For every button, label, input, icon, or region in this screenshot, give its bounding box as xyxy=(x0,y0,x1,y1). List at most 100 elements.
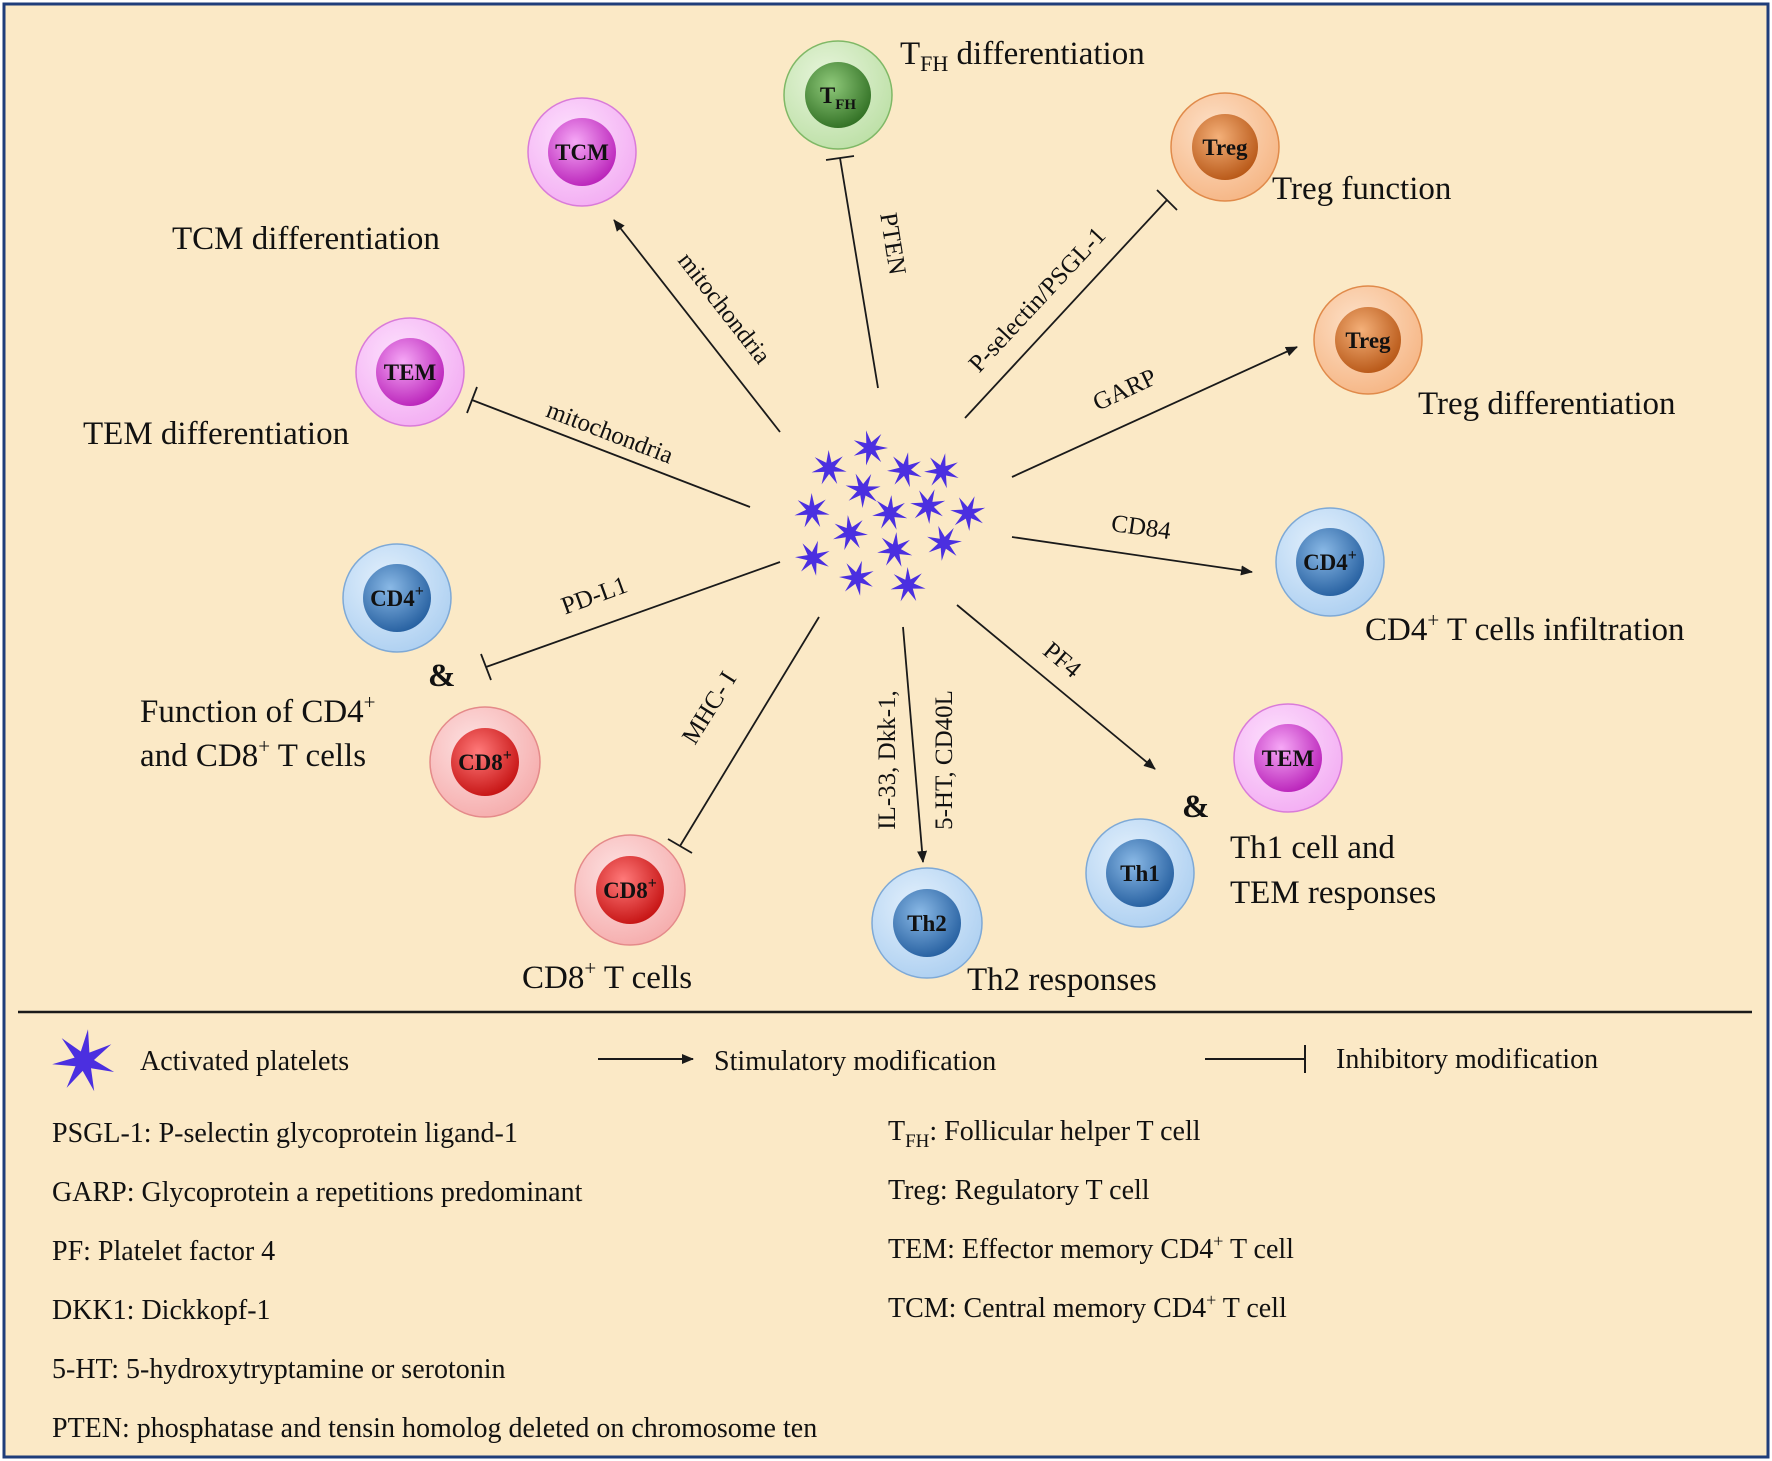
cell-label-cd4-right: CD4 xyxy=(1303,550,1348,575)
svg-text:TFH: Follicular helper T cell: TFH: Follicular helper T cell xyxy=(888,1116,1201,1152)
platelet-icon xyxy=(811,450,847,485)
inhibit-bar-tem xyxy=(466,386,478,414)
legend-platelet-icon xyxy=(52,1029,115,1092)
legend-tcm-pre: TCM: Central memory CD4 xyxy=(888,1293,1206,1324)
legend-tfh-sub: FH xyxy=(905,1131,930,1152)
platelet-icon xyxy=(890,567,926,602)
legend-def-left-5: PTEN: phosphatase and tensin homolog del… xyxy=(52,1413,817,1444)
inhibit-bar-mhc xyxy=(667,838,693,854)
legend-tcm-post: T cell xyxy=(1216,1293,1287,1324)
platelet-icon xyxy=(877,532,913,567)
legend-tem-post: T cell xyxy=(1223,1234,1294,1265)
svg-text:and CD8+ T cells: and CD8+ T cells xyxy=(140,734,366,774)
cell-label-treg-function: Treg xyxy=(1202,135,1248,160)
amp-right: & xyxy=(1182,789,1210,825)
cell-label-th2: Th2 xyxy=(907,911,947,936)
platelet-icon xyxy=(845,473,881,508)
cell-treg-function: Treg xyxy=(1170,92,1280,202)
outcome-tfh-post: differentiation xyxy=(948,36,1144,72)
inhibit-bar-treg-function xyxy=(1156,189,1178,211)
inhibit-line-mhc xyxy=(679,616,820,847)
platelet-icon xyxy=(794,493,830,528)
legend-def-left-2: PF: Platelet factor 4 xyxy=(52,1236,275,1267)
arrow-line-th2 xyxy=(902,626,928,863)
cell-cd4-right: CD4+ xyxy=(1275,507,1385,617)
outcome-function-line1-sup: + xyxy=(364,690,376,714)
svg-text:TFH differentiation: TFH differentiation xyxy=(900,36,1145,76)
legend-def-left-4: 5-HT: 5-hydroxytryptamine or serotonin xyxy=(52,1354,506,1385)
cell-tem-left: TEM xyxy=(355,317,465,427)
pathway-lines xyxy=(466,155,1298,863)
svg-text:CD8+: CD8+ xyxy=(458,747,512,775)
cell-tcm: TCM xyxy=(527,97,637,207)
platelet-icon xyxy=(52,1029,115,1092)
legend-tem-sup: + xyxy=(1213,1231,1223,1251)
legend-def-left-0: PSGL-1: P-selectin glycoprotein ligand-1 xyxy=(52,1118,518,1149)
cell-label-tem-left: TEM xyxy=(384,360,437,385)
cell-th1: Th1 xyxy=(1085,818,1195,928)
cell-label-cd8-left: CD8 xyxy=(458,750,503,775)
outcome-function-line2-sup: + xyxy=(258,734,270,758)
arrow-line-treg-diff xyxy=(1011,346,1298,478)
cell-label-cd8-bottom-sup: + xyxy=(648,875,657,892)
outcome-cd8-pre: CD8 xyxy=(522,960,584,996)
cell-cd8-left: CD8+ xyxy=(429,706,541,818)
platelet-icon xyxy=(927,525,962,561)
outcome-cd8-post: T cells xyxy=(596,960,692,996)
platelet-icon xyxy=(950,496,986,531)
legend-platelets-label: Activated platelets xyxy=(140,1046,349,1077)
platelet-icon xyxy=(887,452,922,488)
outcome-cd8-sup: + xyxy=(584,956,596,980)
outcome-tfh-pre: T xyxy=(900,36,920,72)
outcome-tem-diff: TEM differentiation xyxy=(83,416,349,452)
platelet-icon xyxy=(795,540,830,576)
inhibit-line-treg-function xyxy=(964,199,1168,419)
arrow-line-tcm xyxy=(613,219,781,433)
outcome-th1-tem-line2: TEM responses xyxy=(1230,875,1436,911)
cell-label-cd4-right-sup: + xyxy=(1348,547,1357,564)
inhibit-bar-pdl1 xyxy=(480,653,492,681)
cell-th2: Th2 xyxy=(871,867,983,979)
cell-label-cd8-bottom: CD8 xyxy=(603,878,648,903)
svg-text:CD4+ T cells infiltration: CD4+ T cells infiltration xyxy=(1365,608,1685,648)
platelet-icon xyxy=(924,453,959,489)
legend-tem-pre: TEM: Effector memory CD4 xyxy=(888,1234,1213,1265)
inhibit-line-tem xyxy=(471,399,751,508)
legend-inhibitory-label: Inhibitory modification xyxy=(1336,1044,1598,1075)
cell-label-tcm: TCM xyxy=(555,140,609,165)
outcome-cd4-infiltration-sup: + xyxy=(1427,608,1439,632)
arrow-line-pf4 xyxy=(956,604,1156,770)
platelet-icon xyxy=(839,560,874,596)
svg-text:TEM: Effector memory CD4+ T ce: TEM: Effector memory CD4+ T cell xyxy=(888,1231,1294,1265)
outcome-function-line1-pre: Function of CD4 xyxy=(140,694,364,730)
legend-def-left-3: DKK1: Dickkopf-1 xyxy=(52,1295,271,1326)
cell-label-treg-diff: Treg xyxy=(1345,328,1391,353)
legend-treg-def: Treg: Regulatory T cell xyxy=(888,1175,1150,1206)
legend-tfh-pre: T xyxy=(888,1116,905,1147)
outcome-treg-diff: Treg differentiation xyxy=(1418,386,1676,422)
svg-text:CD8+ T cells: CD8+ T cells xyxy=(522,956,692,996)
platelet-icon xyxy=(853,430,888,466)
platelet-icon xyxy=(833,515,868,551)
svg-text:Function of CD4+: Function of CD4+ xyxy=(140,690,376,730)
outcome-function-line2-post: T cells xyxy=(270,738,366,774)
outcome-cd4-infiltration-pre: CD4 xyxy=(1365,612,1427,648)
platelet-cluster xyxy=(794,430,986,602)
svg-text:TCM: Central memory CD4+ T cel: TCM: Central memory CD4+ T cell xyxy=(888,1290,1287,1324)
outcome-th2-responses: Th2 responses xyxy=(967,962,1157,998)
cell-cd4-left: CD4+ xyxy=(342,543,452,653)
platelet-icon xyxy=(872,495,908,530)
outcome-th1-tem-line1: Th1 cell and xyxy=(1230,830,1395,866)
cell-label-tfh-sub: FH xyxy=(835,97,856,113)
inhibit-bar-tfh xyxy=(825,155,855,161)
outcome-tcm-diff: TCM differentiation xyxy=(172,221,440,257)
cell-tem-right: TEM xyxy=(1233,703,1343,813)
inhibit-line-tfh xyxy=(839,157,879,389)
pathway-label-th2-line2: 5-HT, CD40L xyxy=(931,690,958,830)
legend: Activated platelets Stimulatory modifica… xyxy=(52,1029,1598,1444)
amp-left: & xyxy=(428,658,456,694)
legend-def-left-1: GARP: Glycoprotein a repetitions predomi… xyxy=(52,1177,583,1208)
svg-text:CD8+: CD8+ xyxy=(603,875,657,903)
